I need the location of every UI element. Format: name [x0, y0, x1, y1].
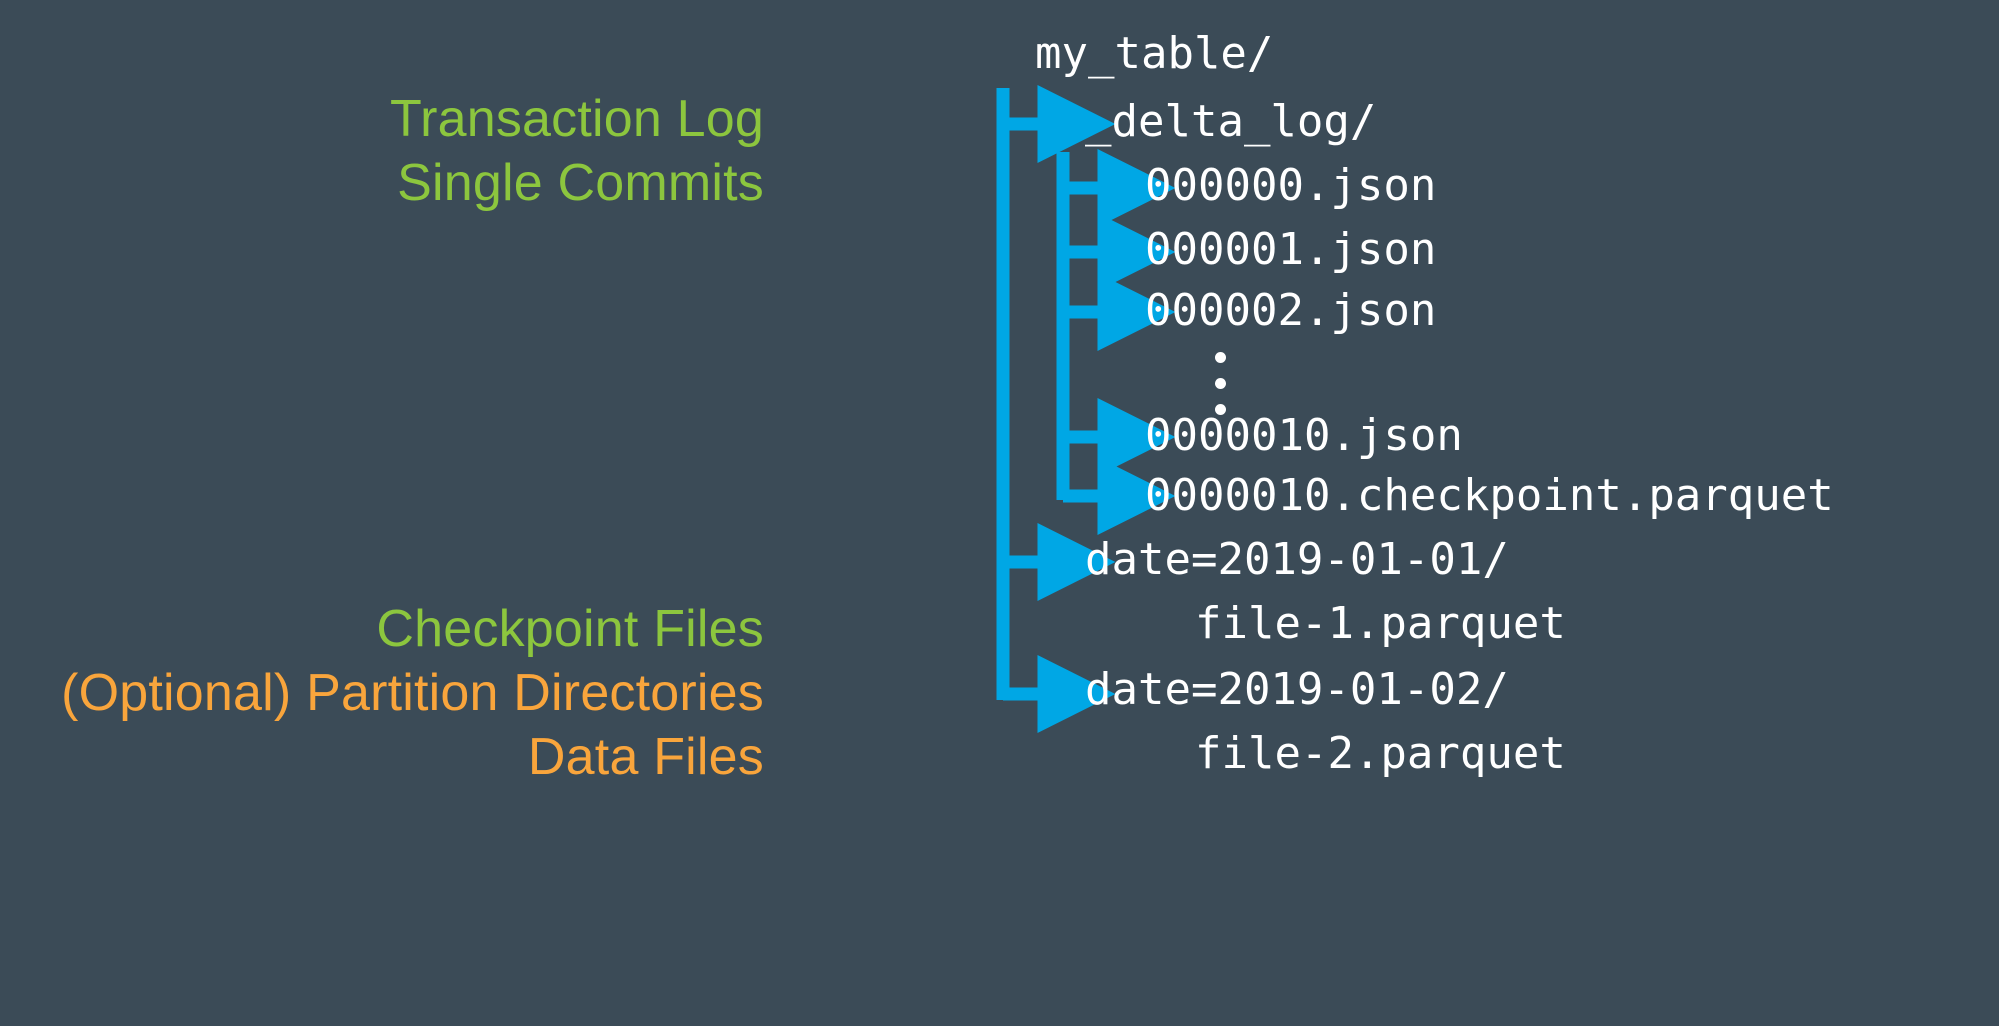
tree-node-000000-json: 000000.json — [1145, 160, 1437, 211]
tree-node-file-2-parquet: file-2.parquet — [1195, 728, 1566, 779]
tree-node-root: my_table/ — [1035, 28, 1274, 79]
annotation-checkpoint-files: Checkpoint Files — [376, 600, 764, 658]
tree-node-0000010-checkpoint-parquet: 0000010.checkpoint.parquet — [1145, 470, 1834, 521]
tree-node-delta-log: _delta_log/ — [1085, 96, 1377, 147]
tree-node-0000010-json: 0000010.json — [1145, 410, 1463, 461]
tree-node-date-2019-01-01: date=2019-01-01/ — [1085, 534, 1509, 585]
annotation-transaction-log: Transaction Log — [390, 90, 764, 148]
tree-node-000002-json: 000002.json — [1145, 285, 1437, 336]
annotation-single-commits: Single Commits — [397, 154, 764, 212]
annotation-partition-directories: (Optional) Partition Directories — [61, 664, 764, 722]
tree-node-000001-json: 000001.json — [1145, 224, 1437, 275]
tree-node-file-1-parquet: file-1.parquet — [1195, 598, 1566, 649]
annotation-data-files: Data Files — [527, 728, 764, 786]
tree-node-date-2019-01-02: date=2019-01-02/ — [1085, 664, 1509, 715]
vertical-ellipsis-icon — [1215, 352, 1226, 430]
